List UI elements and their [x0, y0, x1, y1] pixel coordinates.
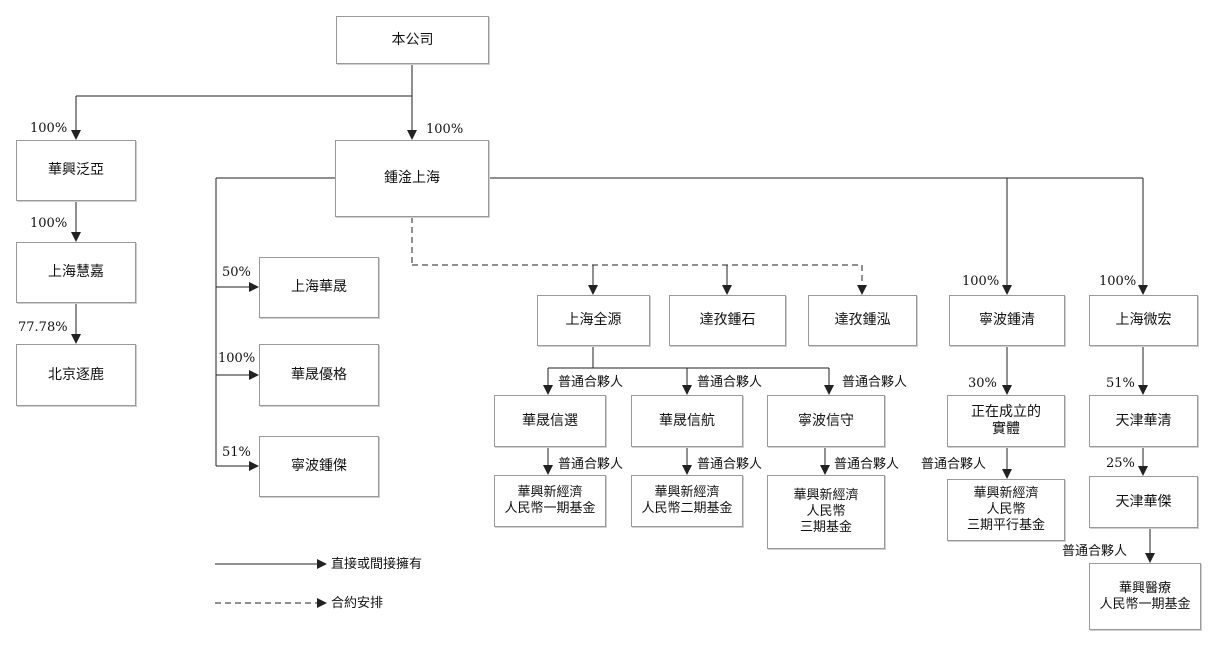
node-jianfei-zhonghong: 達孜鍾泓	[808, 295, 917, 346]
node-zhongyuan-shanghai: 鍾淦上海	[335, 140, 489, 217]
pct-zhulu: 77.78%	[18, 320, 68, 335]
pct-youge: 100%	[218, 351, 256, 366]
gp-label-fund2: 普通合夥人	[697, 457, 763, 472]
pct-huaqing: 51%	[1106, 376, 1135, 391]
pct-zhongjie: 51%	[222, 445, 251, 460]
node-ningbo-zhongqing: 寧波鍾清	[949, 295, 1065, 346]
node-shanghai-quanyuan: 上海全源	[537, 295, 650, 346]
pct-huijia: 100%	[30, 216, 68, 231]
legend-dashed-label: 合約安排	[331, 596, 384, 611]
node-huasheng-xinxuan: 華晟信選	[494, 395, 606, 447]
pct-zhongyuan: 100%	[426, 122, 464, 137]
node-shanghai-weihong: 上海微宏	[1089, 295, 1198, 346]
pct-huajie: 25%	[1106, 456, 1135, 471]
gp-label-fund3-parallel: 普通合夥人	[921, 457, 987, 472]
node-fund-1: 華興新經濟 人民幣一期基金	[494, 475, 606, 527]
node-fund-2: 華興新經濟 人民幣二期基金	[631, 475, 743, 527]
node-huasheng-youge: 華晟優格	[259, 344, 379, 406]
node-jianfei-zhongshi: 達孜鍾石	[669, 295, 786, 346]
node-shanghai-huasheng: 上海華晟	[259, 257, 379, 318]
gp-label-fund3: 普通合夥人	[834, 457, 900, 472]
pct-huasheng: 50%	[222, 265, 251, 280]
pct-fanya: 100%	[30, 121, 68, 136]
node-ningbo-xinshou: 寧波信守	[767, 395, 885, 447]
node-entity-forming: 正在成立的 實體	[947, 395, 1065, 447]
pct-zhongqing: 100%	[962, 274, 1000, 289]
node-company: 本公司	[336, 16, 489, 64]
legend-solid-label: 直接或間接擁有	[331, 557, 423, 572]
node-fund-3-parallel: 華興新經濟 人民幣 三期平行基金	[947, 479, 1065, 541]
gp-label-medical: 普通合夥人	[1062, 544, 1128, 559]
node-ningbo-zhongjie: 寧波鍾傑	[259, 436, 379, 497]
pct-weihong: 100%	[1099, 274, 1137, 289]
node-huaxing-fanya: 華興泛亞	[16, 140, 136, 201]
gp-label-xinxuan: 普通合夥人	[558, 375, 624, 390]
node-medical-fund: 華興醫療 人民幣一期基金	[1089, 563, 1201, 630]
node-tianjin-huajie: 天津華傑	[1089, 476, 1198, 528]
node-huasheng-xinhang: 華晟信航	[631, 395, 743, 447]
node-beijing-zhulu: 北京逐鹿	[16, 344, 136, 406]
gp-label-fund1: 普通合夥人	[558, 457, 624, 472]
pct-entity: 30%	[968, 376, 997, 391]
gp-label-xinhang: 普通合夥人	[697, 375, 763, 390]
node-tianjin-huaqing: 天津華清	[1089, 395, 1198, 447]
node-shanghai-huijia: 上海慧嘉	[16, 242, 136, 303]
gp-label-xinshou: 普通合夥人	[842, 375, 908, 390]
node-fund-3: 華興新經濟 人民幣 三期基金	[767, 475, 885, 549]
